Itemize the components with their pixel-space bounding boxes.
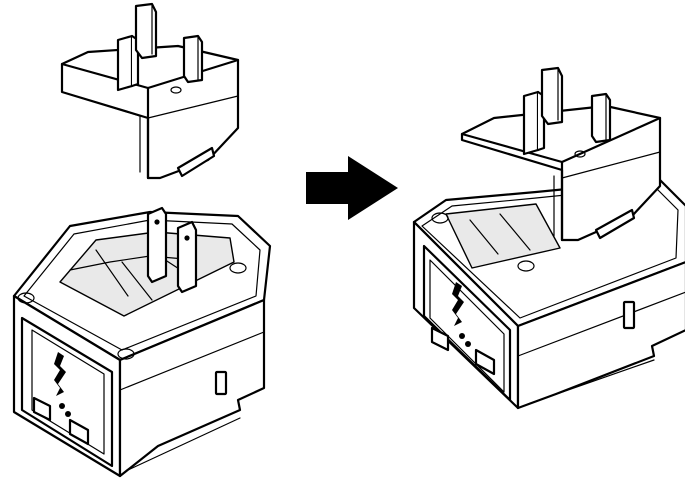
us-prong: [146, 206, 168, 284]
arrow-right-icon: [306, 156, 398, 220]
universal-socket: [31, 329, 105, 455]
uk-plug-adapter: [60, 2, 240, 180]
assembled-adapter: [412, 66, 685, 410]
uk-prong: [182, 34, 204, 84]
uk-prong: [590, 92, 612, 144]
universal-travel-adapter: [12, 206, 272, 478]
uk-prong: [540, 66, 564, 126]
us-prong: [176, 220, 198, 294]
uk-prong: [116, 34, 140, 92]
universal-socket: [429, 259, 505, 393]
uk-prong: [134, 2, 158, 60]
